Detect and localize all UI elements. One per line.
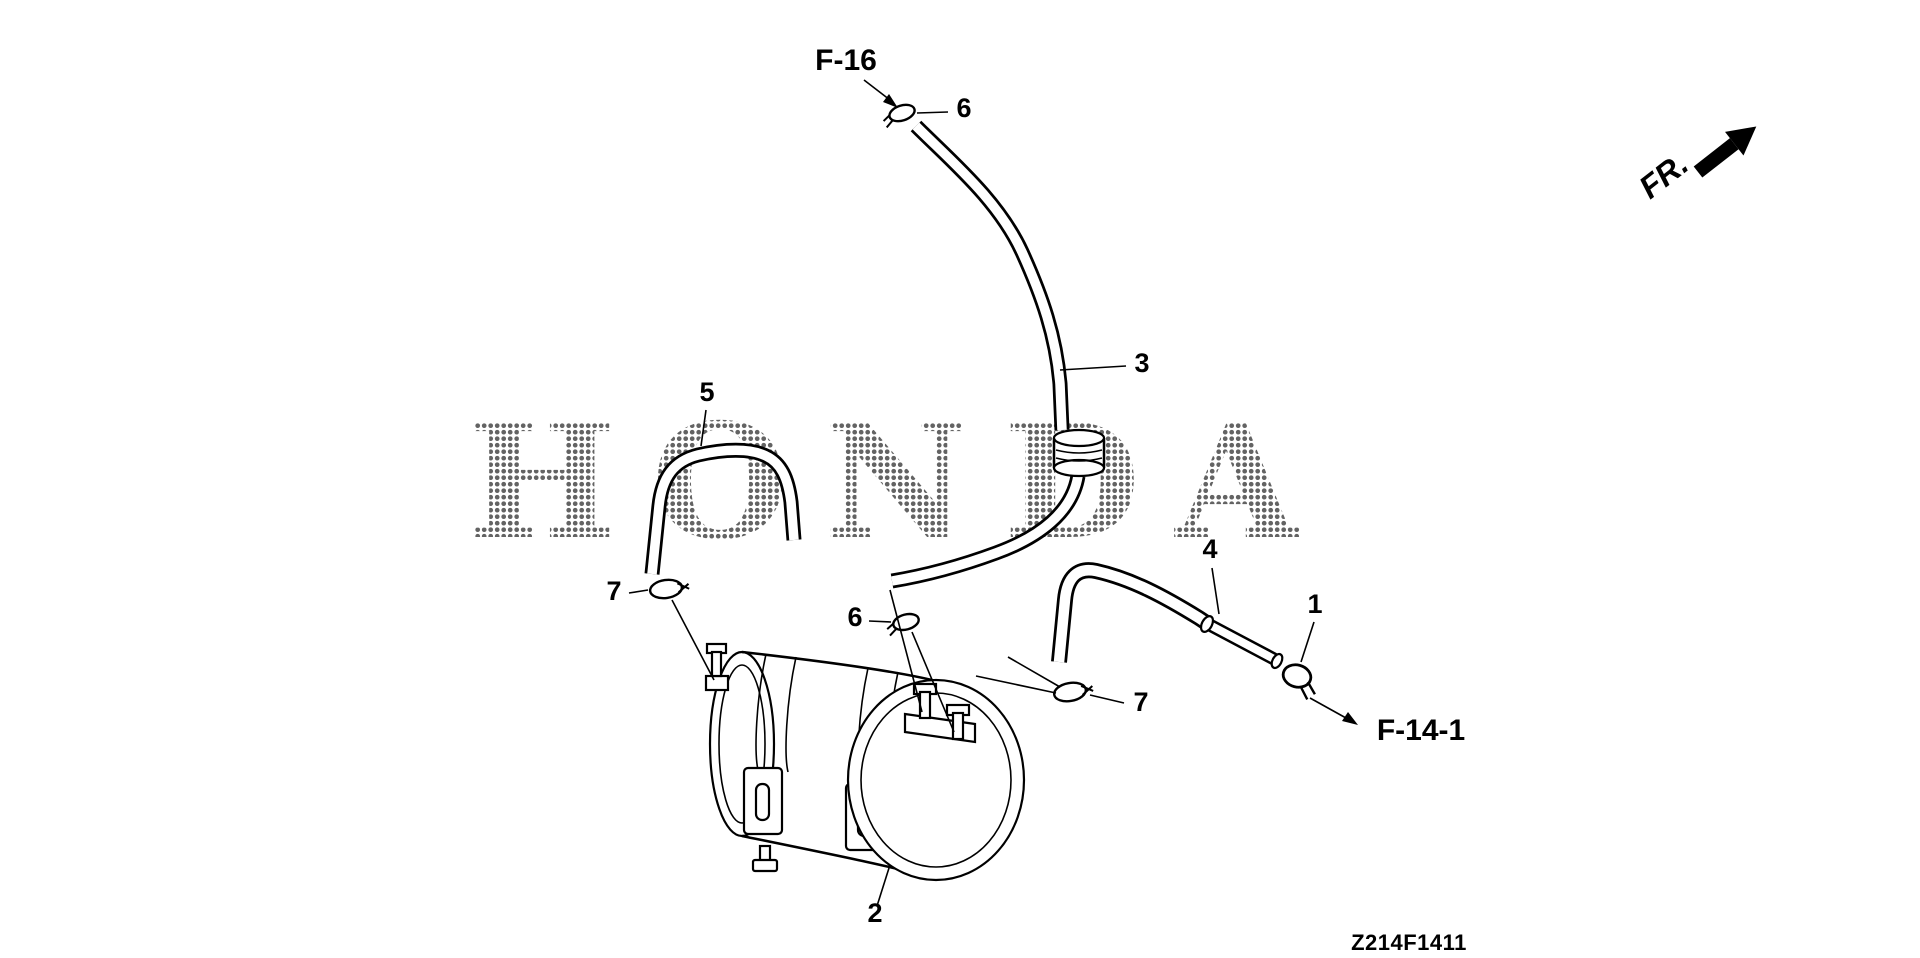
ref-f14-1: F-14-1 [1377,714,1465,747]
callout-5: 5 [699,377,714,407]
canister [704,642,1026,882]
clamp-6-mid [883,610,923,638]
callout-7-left: 7 [606,576,621,606]
f16-arrow-line [863,79,891,101]
relation-line [911,631,955,733]
leader-line [1089,694,1125,704]
ref-f16: F-16 [815,44,877,77]
callout-7-right: 7 [1133,687,1148,717]
clamp-7-left [647,575,692,602]
callout-6-mid: 6 [847,602,862,632]
callout-3: 3 [1134,348,1149,378]
leader-line [1300,621,1315,663]
f14-arrowhead-icon [1342,712,1358,725]
fr-arrow-icon [1693,126,1757,178]
clamp-7-right [1051,677,1096,705]
clamp-1 [1276,660,1323,703]
leader-line [1211,567,1220,615]
diagram-code: Z214F1411 [1351,930,1467,955]
leader-line [868,620,892,623]
honda-watermark: HONDA [467,390,1333,575]
callout-2: 2 [867,898,882,928]
hose-5 [644,442,802,575]
f14-arrow-line [1309,697,1347,719]
f16-arrowhead-icon [883,94,898,108]
leader-line [1059,365,1127,371]
callout-6-top: 6 [956,93,971,123]
leader-line [916,111,949,114]
fr-label: FR. [1632,145,1695,205]
callout-4: 4 [1202,534,1217,564]
hose-4 [1051,562,1284,670]
callout-1: 1 [1307,589,1322,619]
relation-line [1007,656,1061,688]
relation-line [671,599,715,681]
leader-line [628,589,649,594]
clamp-6-top [879,100,919,129]
leader-line [700,409,707,447]
canister-port-stub [704,674,730,692]
canister-right-face [846,678,1026,882]
relation-line [975,675,1057,694]
hose-3 [890,120,1086,589]
hose-grommet [1052,428,1106,478]
relation-line [889,589,923,713]
leader-line [876,867,890,907]
